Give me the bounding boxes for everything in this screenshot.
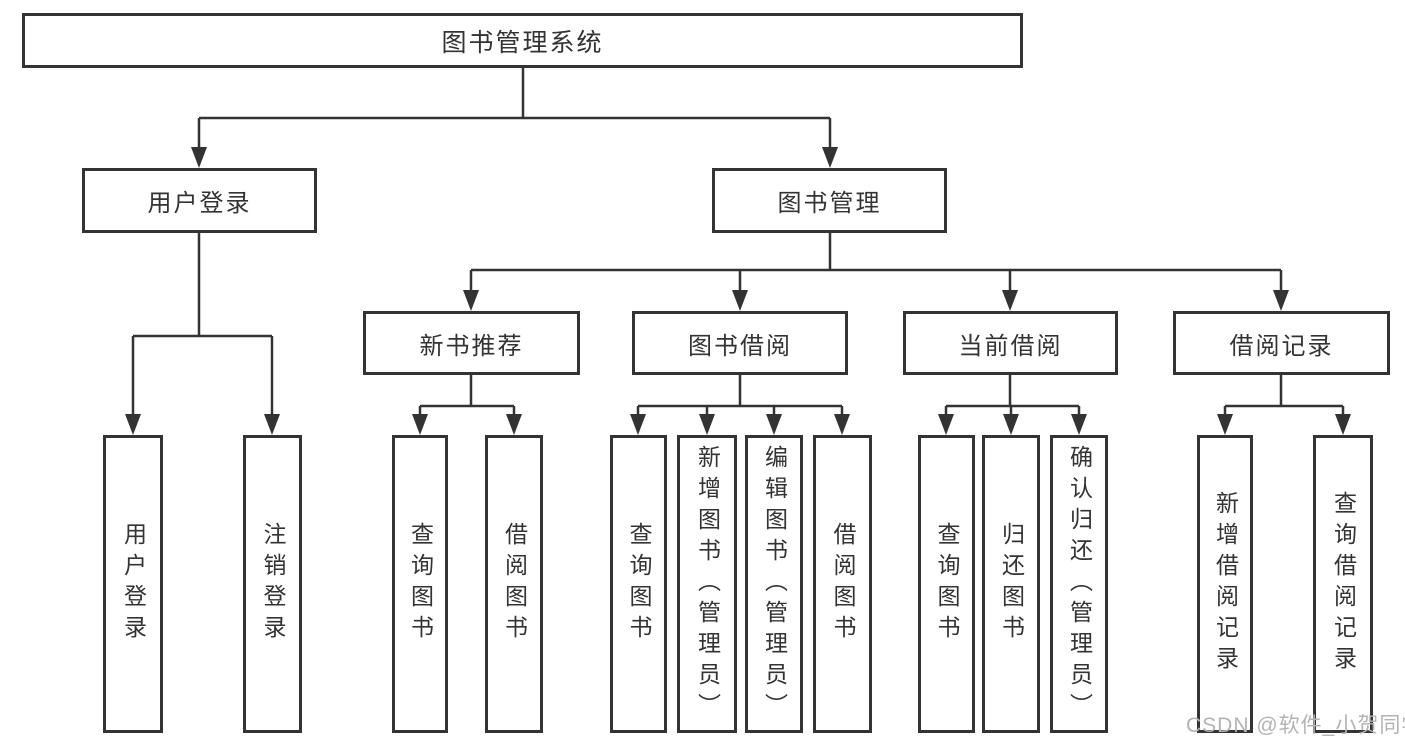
arrowheads xyxy=(125,147,1351,435)
node-label: 用户登录 xyxy=(147,190,252,217)
leaf-label: 用户登录 xyxy=(120,522,147,646)
csdn-watermark: CSDN @软件_小贺同学 xyxy=(1186,714,1405,737)
leaf-label: 确认归还（管理员） xyxy=(1066,444,1093,724)
leaf-newrec-borrow-books: 借阅图书 xyxy=(485,435,543,733)
node-book-management: 图书管理 xyxy=(712,168,947,233)
leaf-label: 查询图书 xyxy=(934,522,960,646)
node-label: 图书管理 xyxy=(777,190,882,217)
node-book-borrowing: 图书借阅 xyxy=(632,311,848,375)
leaf-borrow-edit-books-admin: 编辑图书（管理员） xyxy=(745,435,803,733)
leaf-borrow-borrow-books: 借阅图书 xyxy=(813,435,872,733)
node-label: 新书推荐 xyxy=(419,332,524,360)
node-label: 当前借阅 xyxy=(958,332,1063,360)
leaf-label: 借阅图书 xyxy=(830,522,856,646)
node-label: 图书管理系统 xyxy=(441,28,604,57)
node-user-login: 用户登录 xyxy=(82,168,317,233)
node-current-borrowing: 当前借阅 xyxy=(903,311,1118,375)
node-borrowing-records: 借阅记录 xyxy=(1173,311,1390,375)
node-library-management-system: 图书管理系统 xyxy=(22,13,1023,68)
leaf-records-add-record: 新增借阅记录 xyxy=(1197,435,1253,733)
node-new-book-recommendation: 新书推荐 xyxy=(363,311,580,375)
leaf-user-login: 用户登录 xyxy=(103,435,163,733)
leaf-label: 新增图书（管理员） xyxy=(694,444,721,724)
leaf-records-query-record: 查询借阅记录 xyxy=(1313,435,1373,733)
leaf-borrow-add-books-admin: 新增图书（管理员） xyxy=(677,435,737,733)
leaf-current-query-books: 查询图书 xyxy=(918,435,975,733)
node-label: 图书借阅 xyxy=(688,332,792,360)
leaf-label: 查询图书 xyxy=(407,522,434,646)
leaf-current-confirm-return-admin: 确认归还（管理员） xyxy=(1050,435,1108,733)
leaf-logout: 注销登录 xyxy=(243,435,302,733)
leaf-label: 编辑图书（管理员） xyxy=(761,444,788,724)
leaf-label: 查询借阅记录 xyxy=(1330,491,1357,677)
leaf-label: 借阅图书 xyxy=(501,522,528,646)
leaf-newrec-query-books: 查询图书 xyxy=(392,435,448,733)
node-label: 借阅记录 xyxy=(1229,332,1334,360)
leaf-label: 注销登录 xyxy=(260,522,286,646)
leaf-label: 归还图书 xyxy=(998,522,1025,646)
leaf-current-return-books: 归还图书 xyxy=(982,435,1040,733)
leaf-borrow-query-books: 查询图书 xyxy=(610,435,667,733)
leaf-label: 查询图书 xyxy=(626,522,652,646)
leaf-label: 新增借阅记录 xyxy=(1212,491,1239,677)
